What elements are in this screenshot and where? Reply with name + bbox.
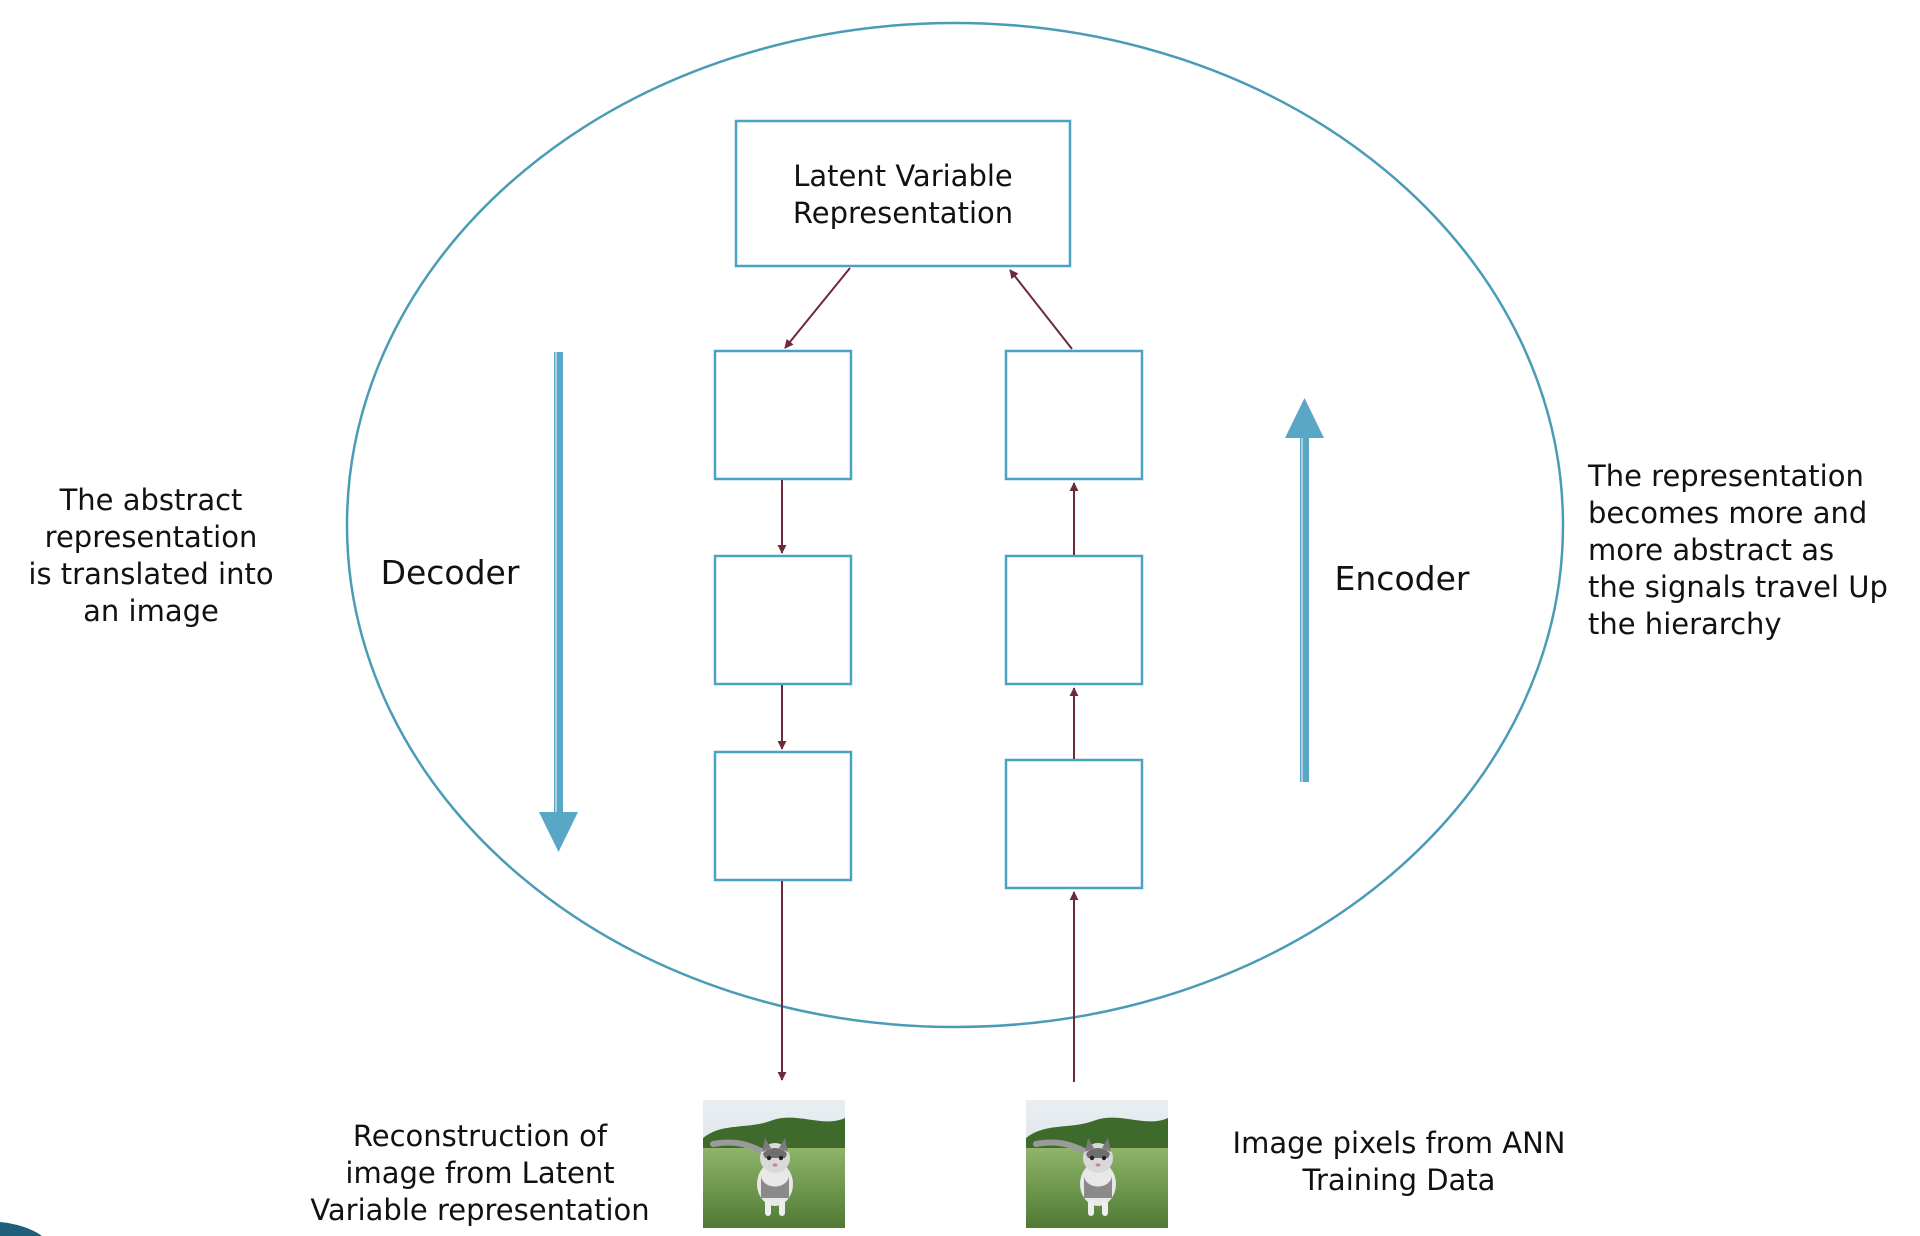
- reconstruction-caption-line3: Variable representation: [310, 1193, 650, 1227]
- latent-variable-label: Latent Variable Representation: [736, 158, 1070, 232]
- reconstruction-image: [703, 1100, 845, 1228]
- input-image: [1026, 1100, 1168, 1228]
- left-note-line4: an image: [83, 594, 219, 628]
- left-note: The abstract representation is translate…: [20, 482, 282, 630]
- input-caption: Image pixels from ANN Training Data: [1214, 1125, 1584, 1199]
- left-note-line1: The abstract: [59, 483, 243, 517]
- right-note: The representation becomes more and more…: [1588, 458, 1908, 643]
- left-note-line3: is translated into: [28, 557, 274, 591]
- right-note-line1: The representation: [1588, 459, 1864, 493]
- decoder-layer-box-middle: [713, 554, 853, 686]
- decoder-layer-box-bottom: [713, 750, 853, 882]
- latent-label-line1: Latent Variable: [793, 159, 1013, 193]
- encoder-layer-box-top: [1004, 349, 1144, 481]
- right-note-line4: the signals travel Up: [1588, 570, 1888, 604]
- decoder-layer-box-top: [713, 349, 853, 481]
- encoder-layer-box-middle: [1004, 554, 1144, 686]
- encoder-label: Encoder: [1334, 559, 1470, 598]
- corner-decoration: [0, 1222, 42, 1236]
- boundary-ellipse: [345, 21, 1565, 1029]
- right-note-line2: becomes more and: [1588, 496, 1868, 530]
- input-caption-line1: Image pixels from ANN: [1232, 1126, 1566, 1160]
- reconstruction-caption: Reconstruction of image from Latent Vari…: [298, 1118, 662, 1229]
- encoder-layer-box-bottom: [1004, 758, 1144, 890]
- decoder-label: Decoder: [380, 553, 520, 592]
- latent-label-line2: Representation: [792, 196, 1014, 230]
- right-note-line5: the hierarchy: [1588, 607, 1782, 641]
- right-note-line3: more abstract as: [1588, 533, 1835, 567]
- latent-variable-box: [734, 119, 1072, 268]
- reconstruction-caption-line1: Reconstruction of: [352, 1119, 608, 1153]
- left-note-line2: representation: [44, 520, 258, 554]
- encoder-direction-arrow: [1285, 398, 1324, 782]
- latent-to-decoder-arrow: [784, 267, 851, 349]
- decoder-direction-arrow: [539, 352, 578, 852]
- input-caption-line2: Training Data: [1302, 1163, 1496, 1197]
- reconstruction-caption-line2: image from Latent: [345, 1156, 615, 1190]
- encoder-to-latent-arrow: [1009, 269, 1073, 350]
